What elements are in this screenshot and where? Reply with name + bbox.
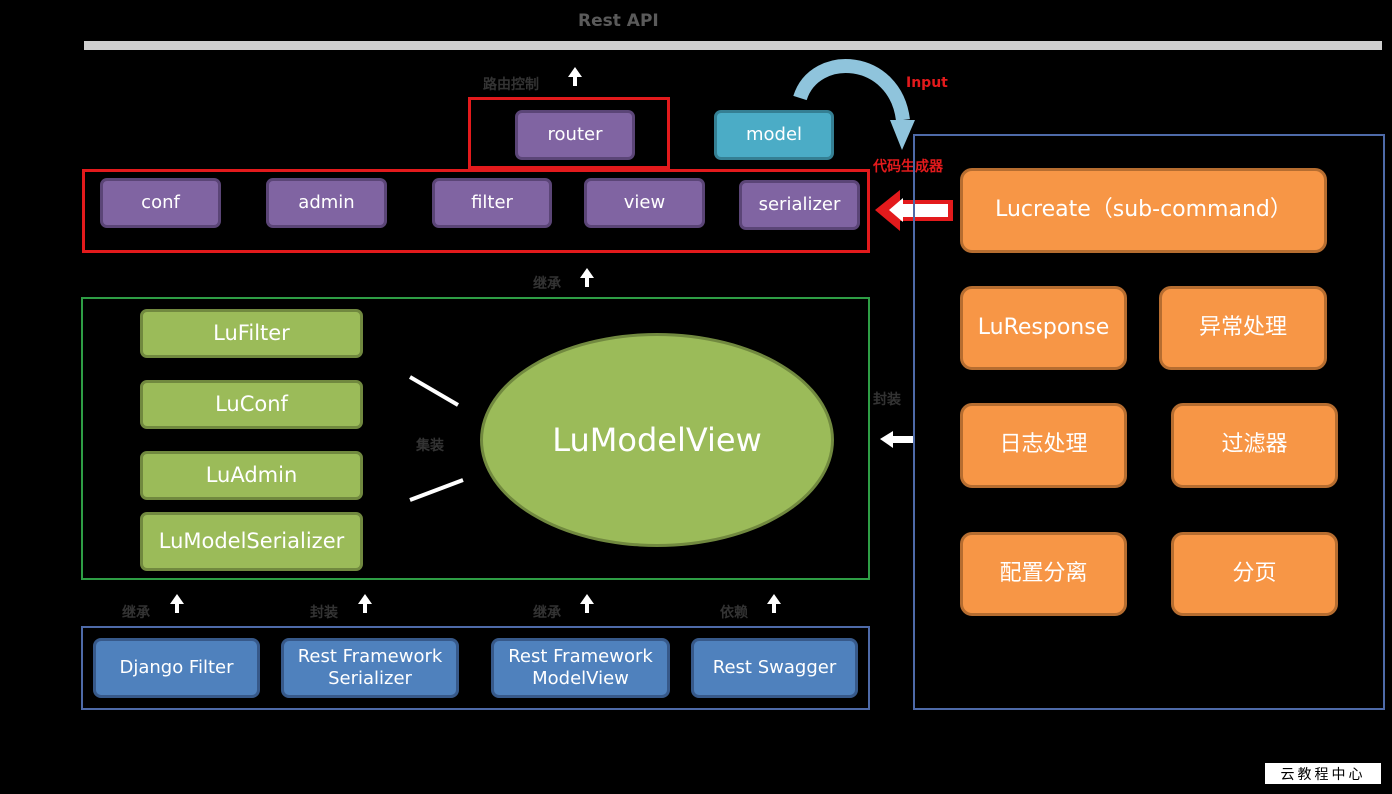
watermark: 云教程中心 bbox=[1265, 763, 1381, 784]
feature-luresponse[interactable]: LuResponse bbox=[960, 286, 1127, 370]
feature-exception-handling[interactable]: 异常处理 bbox=[1159, 286, 1327, 370]
encapsulate-label: 封装 bbox=[873, 392, 901, 408]
up-arrow-icon bbox=[767, 594, 781, 613]
lu-components-frame bbox=[81, 297, 870, 580]
lu-modelserializer-box[interactable]: LuModelSerializer bbox=[140, 512, 363, 571]
generated-modules-frame bbox=[82, 169, 870, 253]
feature-config-separation[interactable]: 配置分离 bbox=[960, 532, 1127, 616]
assemble-arrow-icon bbox=[408, 375, 460, 407]
feature-filter[interactable]: 过滤器 bbox=[1171, 403, 1338, 488]
lib-django-filter[interactable]: Django Filter bbox=[93, 638, 260, 698]
up-arrow-icon bbox=[170, 594, 184, 613]
module-admin[interactable]: admin bbox=[266, 178, 387, 228]
up-arrow-icon bbox=[580, 268, 594, 287]
feature-logging[interactable]: 日志处理 bbox=[960, 403, 1127, 488]
input-label: Input bbox=[906, 75, 948, 91]
module-conf[interactable]: conf bbox=[100, 178, 221, 228]
lu-admin-box[interactable]: LuAdmin bbox=[140, 451, 363, 500]
up-arrow-icon bbox=[580, 594, 594, 613]
assemble-label: 集装 bbox=[416, 438, 444, 454]
codegen-label: 代码生成器 bbox=[873, 159, 943, 175]
inherit-label-2: 封装 bbox=[310, 605, 338, 621]
lumodelview-ellipse[interactable]: LuModelView bbox=[480, 333, 834, 547]
lucreate-frame bbox=[913, 134, 1385, 710]
module-view[interactable]: view bbox=[584, 178, 705, 228]
inherit-label-3: 继承 bbox=[533, 605, 561, 621]
assemble-arrow-icon bbox=[409, 478, 464, 502]
inherit-label-top: 继承 bbox=[533, 276, 561, 292]
module-serializer[interactable]: serializer bbox=[739, 180, 860, 230]
base-libs-frame bbox=[81, 626, 870, 710]
inherit-label-4: 依赖 bbox=[720, 605, 748, 621]
router-frame bbox=[468, 97, 670, 169]
routing-control-label: 路由控制 bbox=[483, 77, 539, 93]
lu-conf-box[interactable]: LuConf bbox=[140, 380, 363, 429]
feature-pagination[interactable]: 分页 bbox=[1171, 532, 1338, 616]
lib-rest-framework-modelview[interactable]: Rest Framework ModelView bbox=[491, 638, 670, 698]
inherit-label-1: 继承 bbox=[122, 605, 150, 621]
router-box[interactable]: router bbox=[515, 110, 635, 160]
lu-filter-box[interactable]: LuFilter bbox=[140, 309, 363, 358]
lib-rest-framework-serializer[interactable]: Rest Framework Serializer bbox=[281, 638, 459, 698]
module-filter[interactable]: filter bbox=[432, 178, 552, 228]
top-bar bbox=[84, 41, 1382, 50]
model-box[interactable]: model bbox=[714, 110, 834, 160]
up-arrow-icon bbox=[568, 67, 582, 86]
lib-rest-swagger[interactable]: Rest Swagger bbox=[691, 638, 858, 698]
lucreate-command-box[interactable]: Lucreate（sub-command） bbox=[960, 168, 1327, 253]
input-curve-arrow-icon bbox=[793, 59, 910, 122]
left-arrow-icon bbox=[880, 431, 913, 448]
up-arrow-icon bbox=[358, 594, 372, 613]
input-curve-arrowhead-icon bbox=[890, 120, 915, 150]
diagram-title: Rest API bbox=[578, 11, 659, 31]
